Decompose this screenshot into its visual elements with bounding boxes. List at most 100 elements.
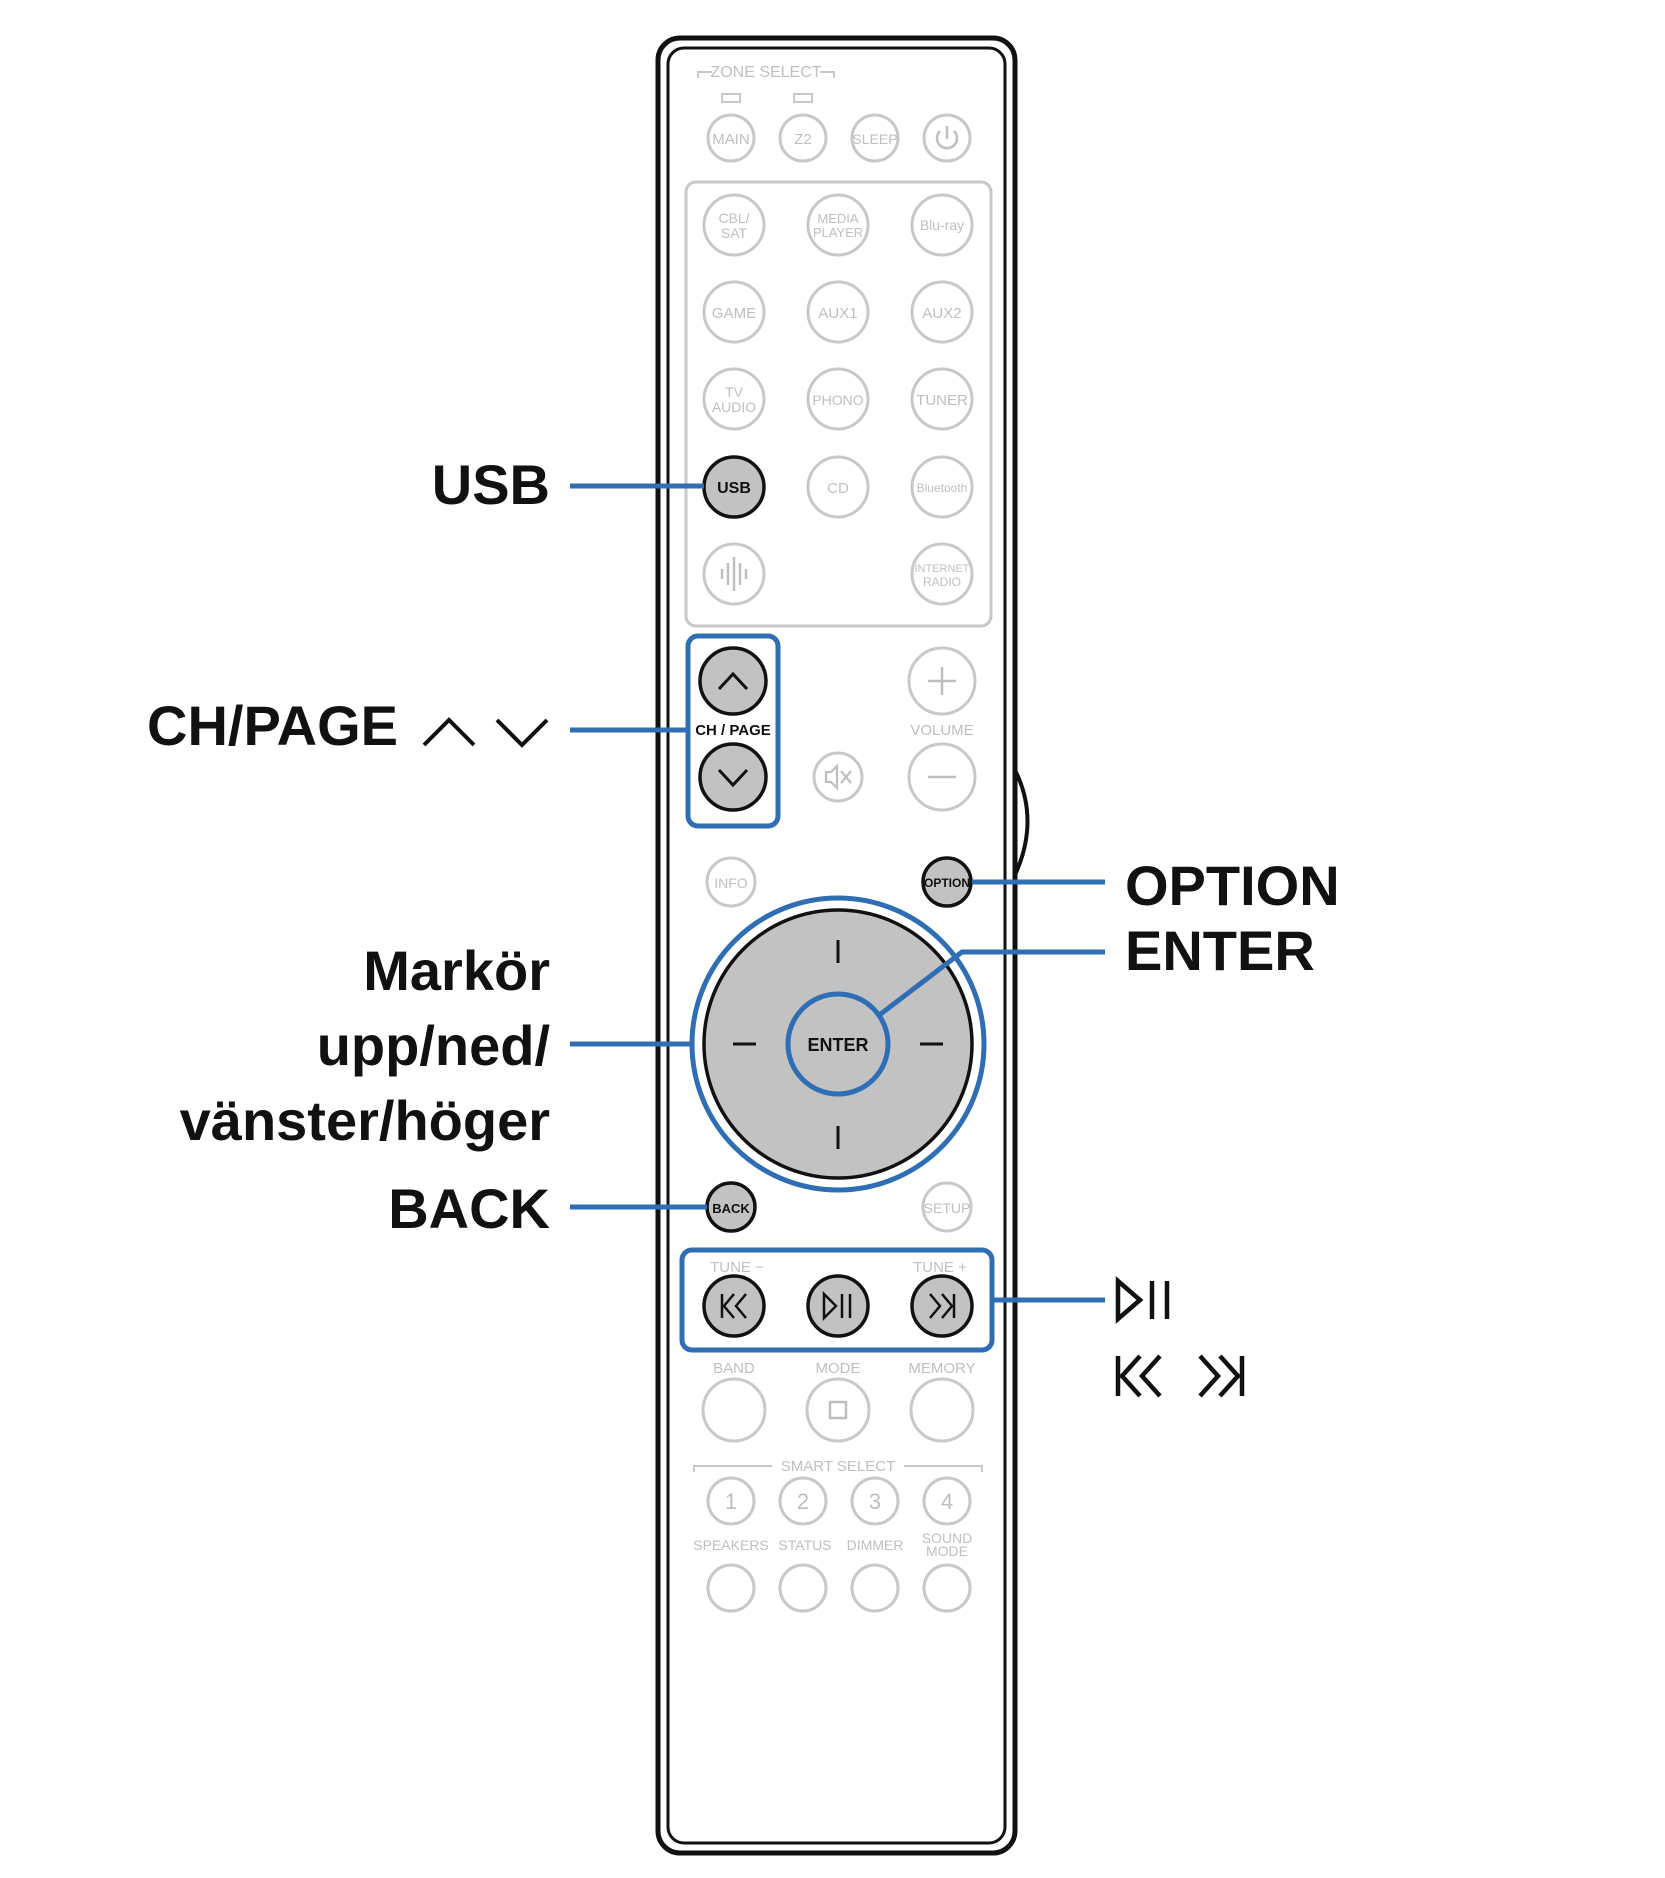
cbl-sat-label-1: CBL/ bbox=[718, 210, 749, 226]
next-button[interactable] bbox=[910, 1274, 974, 1338]
z2-button[interactable]: Z2 bbox=[778, 113, 828, 163]
sleep-button[interactable]: SLEEP bbox=[850, 113, 900, 163]
mute-button[interactable] bbox=[812, 751, 864, 803]
callout-usb: USB bbox=[432, 453, 550, 516]
callout-back: BACK bbox=[388, 1177, 550, 1240]
callout-labels: USB CH/PAGE OPTION ENTER Markör upp/ned/… bbox=[147, 453, 1340, 1398]
game-button[interactable]: GAME bbox=[702, 280, 766, 344]
source-panel: CBL/ SAT MEDIA PLAYER Blu-ray GAME AUX1 … bbox=[684, 180, 993, 628]
status-button[interactable] bbox=[778, 1563, 828, 1613]
volume-up-button[interactable] bbox=[907, 646, 977, 716]
zone-select-section: ZONE SELECT bbox=[697, 64, 835, 103]
volume-label: VOLUME bbox=[910, 722, 973, 739]
status-label: STATUS bbox=[778, 1537, 831, 1553]
info-button[interactable]: INFO bbox=[705, 856, 757, 908]
chevron-down-icon bbox=[717, 768, 749, 788]
leader-lines bbox=[570, 483, 1105, 1303]
skip-back-icon bbox=[720, 1293, 747, 1319]
smart-select-2-label: 2 bbox=[797, 1489, 809, 1514]
tune-minus-label: TUNE − bbox=[710, 1259, 764, 1276]
mute-icon bbox=[824, 763, 852, 791]
internet-radio-label-2: RADIO bbox=[923, 575, 961, 589]
smart-select-4-button[interactable]: 4 bbox=[922, 1476, 972, 1526]
cd-label: CD bbox=[827, 480, 849, 497]
smart-select-4-label: 4 bbox=[941, 1489, 953, 1514]
internet-radio-label-1: INTERNET bbox=[915, 563, 970, 575]
internet-radio-button[interactable]: INTERNET RADIO bbox=[910, 542, 974, 606]
bottom-row: SPEAKERS STATUS DIMMER SOUND MODE bbox=[693, 1530, 972, 1613]
band-button[interactable] bbox=[701, 1377, 767, 1443]
tune-plus-label: TUNE + bbox=[913, 1259, 967, 1276]
callout-option: OPTION bbox=[1125, 854, 1340, 917]
dimmer-label: DIMMER bbox=[847, 1537, 904, 1553]
plus-icon bbox=[928, 667, 956, 695]
usb-button-label: USB bbox=[717, 480, 751, 497]
media-player-label-2: PLAYER bbox=[813, 225, 863, 240]
cd-button[interactable]: CD bbox=[806, 455, 870, 519]
setup-button[interactable]: SETUP bbox=[921, 1181, 973, 1233]
aux2-label: AUX2 bbox=[922, 305, 961, 322]
mode-label: MODE bbox=[816, 1360, 861, 1377]
previous-button[interactable] bbox=[702, 1274, 766, 1338]
usb-button[interactable]: USB bbox=[702, 455, 766, 519]
chevron-up-down-icon bbox=[422, 717, 549, 748]
memory-button[interactable] bbox=[909, 1377, 975, 1443]
smart-select-1-button[interactable]: 1 bbox=[706, 1476, 756, 1526]
callout-cursor-line-2: upp/ned/ bbox=[317, 1014, 551, 1077]
phono-label: PHONO bbox=[812, 392, 863, 408]
setup-label: SETUP bbox=[924, 1200, 971, 1216]
back-button[interactable]: BACK bbox=[705, 1181, 757, 1233]
top-button-row: MAIN Z2 SLEEP bbox=[706, 113, 972, 163]
sleep-label: SLEEP bbox=[852, 131, 897, 147]
option-button[interactable]: OPTION bbox=[921, 856, 973, 908]
heos-button[interactable] bbox=[702, 542, 766, 606]
skip-forward-icon bbox=[929, 1293, 956, 1319]
callout-enter: ENTER bbox=[1125, 919, 1315, 982]
bluray-button[interactable]: Blu-ray bbox=[910, 193, 974, 257]
cbl-sat-label-2: SAT bbox=[721, 225, 748, 241]
bluetooth-button[interactable]: Bluetooth bbox=[910, 455, 974, 519]
enter-button[interactable]: ENTER bbox=[785, 991, 891, 1097]
media-player-button[interactable]: MEDIA PLAYER bbox=[806, 193, 870, 257]
bluray-label: Blu-ray bbox=[920, 217, 964, 233]
game-label: GAME bbox=[712, 305, 756, 322]
callout-cursor-line-3: vänster/höger bbox=[180, 1089, 550, 1152]
z2-label: Z2 bbox=[794, 131, 812, 148]
option-button-label: OPTION bbox=[924, 876, 970, 890]
smart-select-3-label: 3 bbox=[869, 1489, 881, 1514]
tv-audio-label-1: TV bbox=[725, 384, 744, 400]
cbl-sat-button[interactable]: CBL/ SAT bbox=[702, 193, 766, 257]
main-button[interactable]: MAIN bbox=[706, 113, 756, 163]
info-label: INFO bbox=[714, 875, 748, 891]
tv-audio-label-2: AUDIO bbox=[712, 399, 756, 415]
skip-back-callout-icon bbox=[1115, 1354, 1162, 1398]
chevron-up-icon bbox=[717, 671, 749, 691]
enter-button-label: ENTER bbox=[807, 1035, 868, 1055]
speakers-button[interactable] bbox=[706, 1563, 756, 1613]
tuner-button[interactable]: TUNER bbox=[910, 367, 974, 431]
tuner-label: TUNER bbox=[916, 392, 968, 409]
transport-section: TUNE − TUNE + bbox=[679, 1247, 995, 1353]
volume-down-button[interactable] bbox=[907, 742, 977, 812]
ch-page-up-button[interactable] bbox=[698, 646, 768, 716]
phono-button[interactable]: PHONO bbox=[806, 367, 870, 431]
power-button[interactable] bbox=[922, 113, 972, 163]
smart-select-3-button[interactable]: 3 bbox=[850, 1476, 900, 1526]
play-pause-button[interactable] bbox=[806, 1274, 870, 1338]
smart-select-2-button[interactable]: 2 bbox=[778, 1476, 828, 1526]
smart-select-1-label: 1 bbox=[725, 1489, 737, 1514]
play-pause-callout-icon bbox=[1115, 1276, 1170, 1324]
callout-cursor-line-1: Markör bbox=[363, 939, 550, 1002]
aux2-button[interactable]: AUX2 bbox=[910, 280, 974, 344]
aux1-button[interactable]: AUX1 bbox=[806, 280, 870, 344]
ch-page-down-button[interactable] bbox=[698, 742, 768, 812]
tv-audio-button[interactable]: TV AUDIO bbox=[702, 367, 766, 431]
smart-select-label: SMART SELECT bbox=[781, 1458, 895, 1475]
smart-select-section: SMART SELECT 1 2 3 4 bbox=[693, 1458, 983, 1526]
dimmer-button[interactable] bbox=[850, 1563, 900, 1613]
speakers-label: SPEAKERS bbox=[693, 1537, 768, 1553]
mode-button[interactable] bbox=[805, 1377, 871, 1443]
sound-mode-label-2: MODE bbox=[926, 1543, 968, 1559]
sound-mode-button[interactable] bbox=[922, 1563, 972, 1613]
